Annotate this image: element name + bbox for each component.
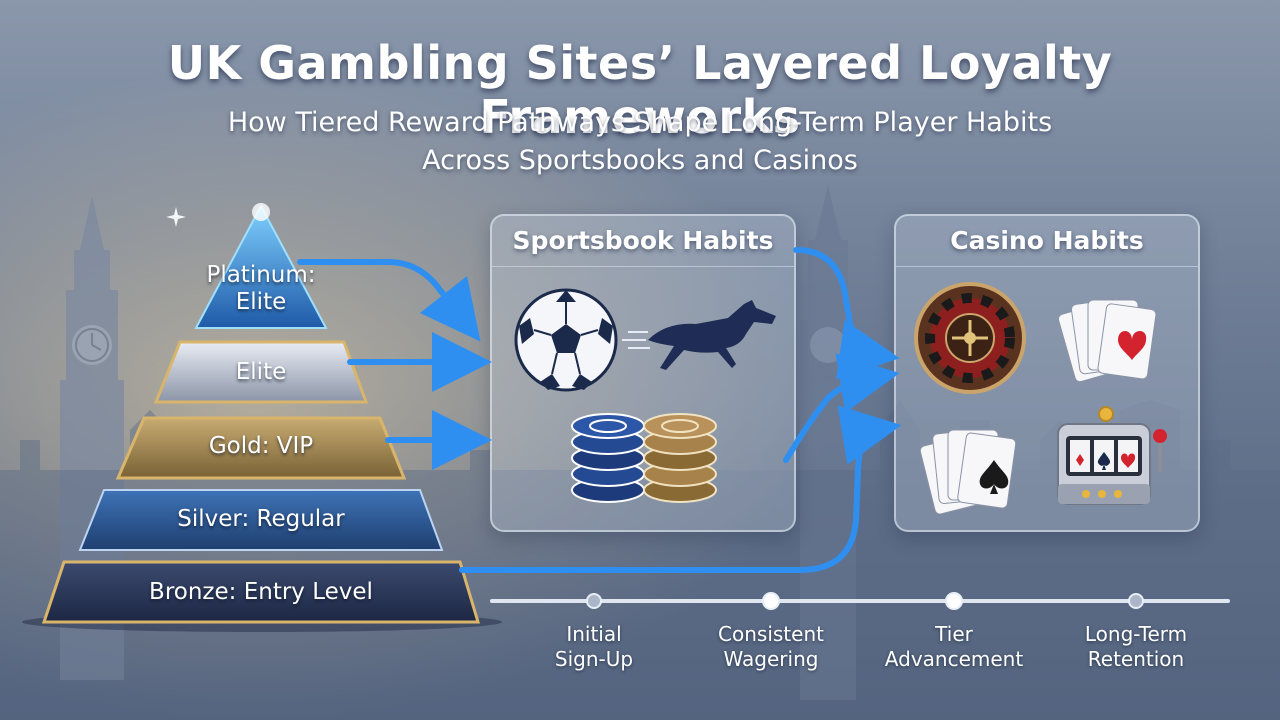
soccer-ball-icon [514,288,618,392]
stage-line1: Consistent [718,622,824,646]
flow-arrows [297,247,902,573]
subtitle-line-2: Across Sportsbooks and Casinos [422,145,858,176]
timeline-dots [586,592,1144,610]
sportsbook-panel-title: Sportsbook Habits [512,226,774,255]
arrow-platinum-to-sportsbook [297,259,481,342]
stage-line2: Wagering [723,647,819,671]
timeline-stage-consistent-wagering: Consistent Wagering [686,622,856,672]
racehorse-icon [622,300,776,370]
tier-platinum-label-line1: Platinum: [206,262,316,288]
playing-cards-spades-icon [919,429,1017,515]
tier-platinum-label-line2: Elite [235,289,287,315]
page-title: UK Gambling Sites’ Layered Loyalty Frame… [167,36,1113,144]
chip-stack-blue [571,413,645,503]
sportsbook-panel-divider [492,266,794,267]
sparkle-icon [166,207,186,227]
subtitle-line-1: How Tiered Reward Pathways Shape Long-Te… [227,107,1053,138]
stage-line2: Advancement [884,647,1024,671]
timeline-stage-long-term-retention: Long-Term Retention [1051,622,1221,672]
chip-stack-gold [643,413,717,503]
roulette-wheel-icon [914,282,1026,394]
arrow-sportsbook-bottom-to-casino [783,353,900,463]
tier-silver-shape [78,489,444,551]
stage-line2: Sign-Up [554,647,634,671]
tier-gold-shape [115,416,407,480]
stage-line1: Long-Term [1084,622,1188,646]
casino-panel-title: Casino Habits [950,226,1144,255]
timeline-stage-tier-advancement: Tier Advancement [869,622,1039,672]
stage-line1: Initial [566,622,622,646]
tier-elite-shape [153,340,369,404]
casino-panel-divider [896,266,1198,267]
page-subtitle: How Tiered Reward Pathways Shape Long-Te… [0,104,1280,180]
tier-bronze-label: Bronze: Entry Level [149,579,373,605]
arrow-bronze-to-casino [459,405,902,573]
timeline-dot [1128,593,1144,609]
arrow-sportsbook-top-to-casino [793,247,900,380]
poker-chips-icon [571,413,717,503]
pyramid-apex-glow [252,203,270,221]
timeline-dot [586,593,602,609]
playing-cards-hearts-icon [1057,298,1157,383]
tier-elite-label: Elite [235,359,287,385]
slot-machine-icon [1057,406,1167,505]
tier-platinum-shape [194,203,328,329]
timeline-dot [945,592,963,610]
tier-silver-label: Silver: Regular [177,506,345,532]
tier-platinum-label: Platinum: Elite [180,262,342,316]
stage-line1: Tier [935,622,973,646]
timeline-dot [762,592,780,610]
stage-line2: Retention [1087,647,1185,671]
tier-gold-label: Gold: VIP [208,433,314,459]
timeline-stage-initial-sign-up: Initial Sign-Up [509,622,679,672]
tier-bronze-shape [41,560,481,624]
